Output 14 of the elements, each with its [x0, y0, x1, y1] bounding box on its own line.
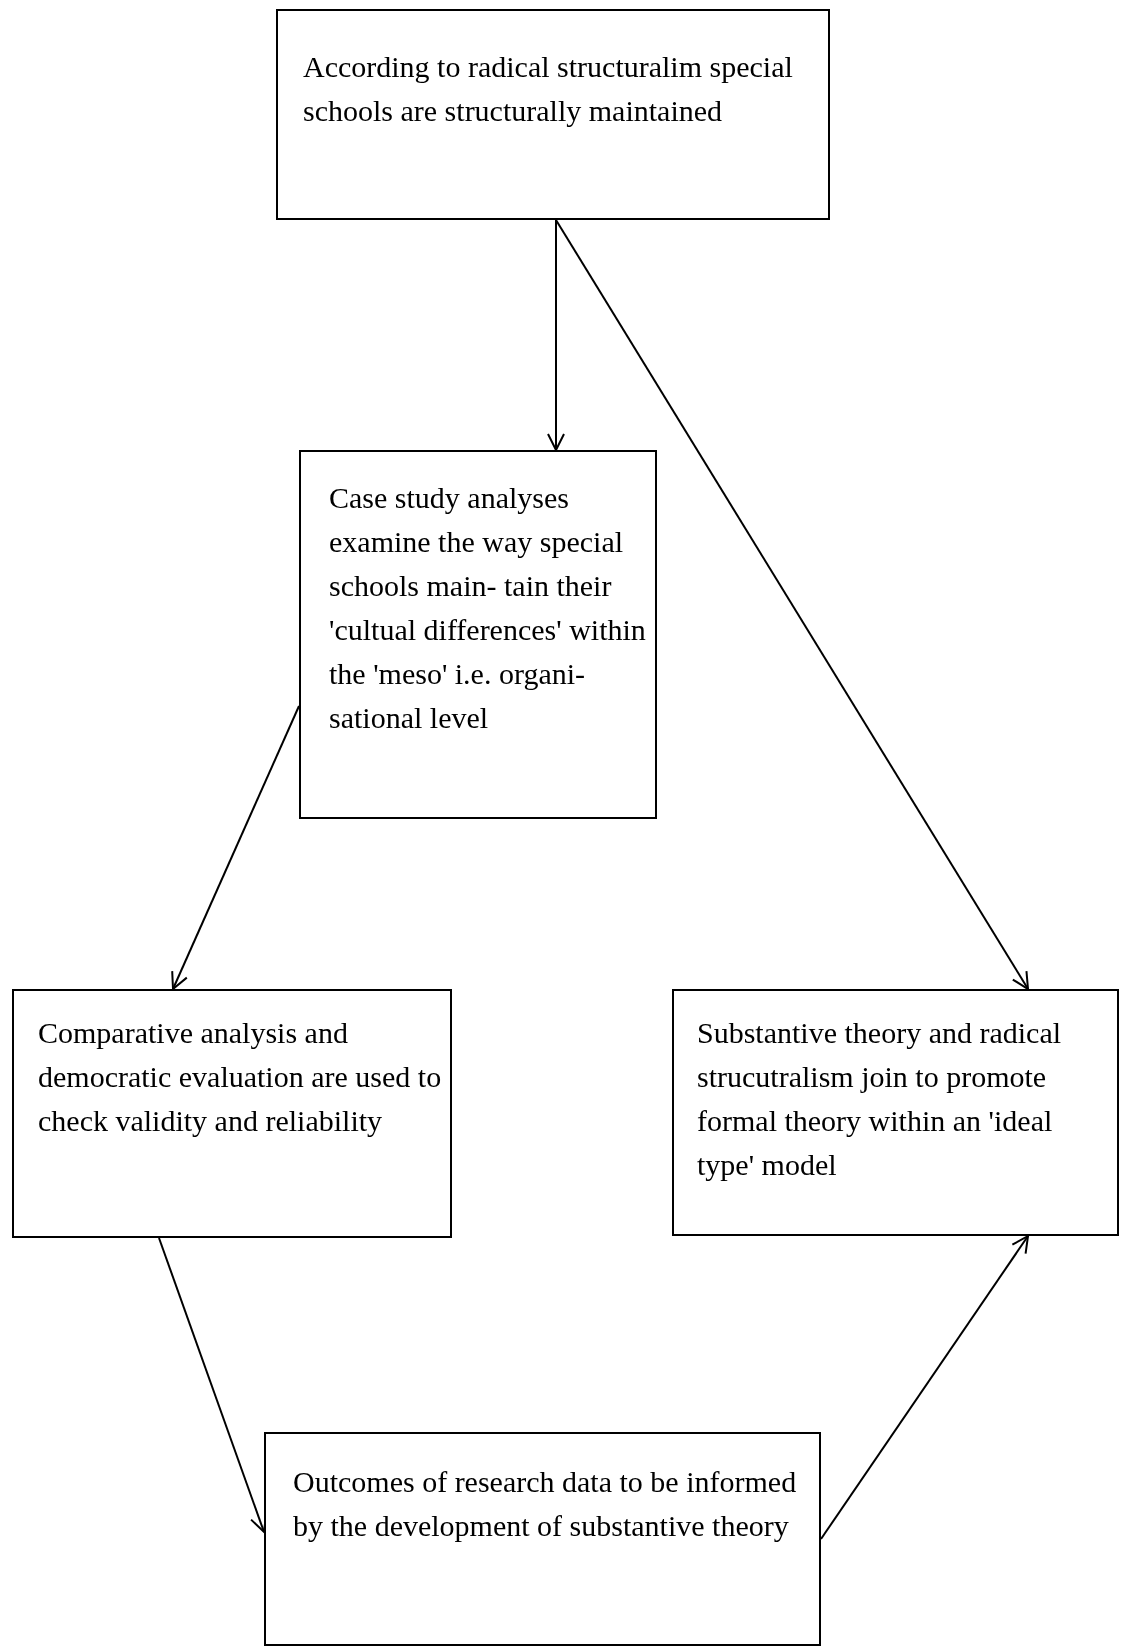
process-box — [672, 989, 1119, 1236]
arrow — [820, 1235, 1029, 1540]
process-box — [299, 450, 657, 819]
process-box — [264, 1432, 821, 1646]
box-text: Comparative analysis and democratic evaluation are used to check validity and reliability — [38, 1015, 442, 1139]
box-text: Substantive theory and radical strucutralism join to promote formal theory within an 'ideal type' model — [697, 1015, 1063, 1183]
process-box — [12, 989, 452, 1238]
process-box — [276, 9, 830, 220]
box-text: Outcomes of research data to be informed by the development of substantive theory — [293, 1464, 798, 1544]
box-text: According to radical structuralim special schools are structurally maintained — [303, 49, 794, 129]
arrow — [547, 219, 565, 451]
arrow — [555, 219, 1029, 990]
box-text: Case study analyses examine the way special schools main- tain their 'cultual differences' within the 'meso' i.e. organi- sational level — [329, 480, 647, 736]
arrow — [171, 705, 300, 990]
